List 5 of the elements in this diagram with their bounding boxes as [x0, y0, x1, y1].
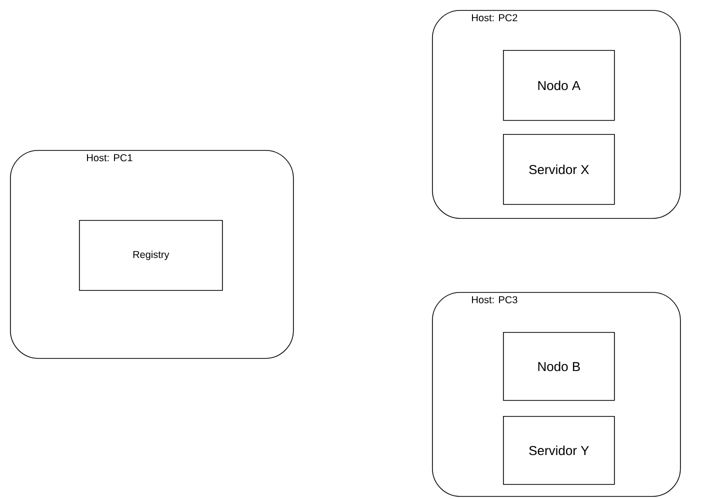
process-box: Nodo A	[503, 50, 615, 121]
process-box: Servidor Y	[503, 416, 615, 485]
process-box: Registry	[79, 220, 223, 291]
process-box: Servidor X	[503, 134, 615, 205]
process-box: Nodo B	[503, 332, 615, 401]
